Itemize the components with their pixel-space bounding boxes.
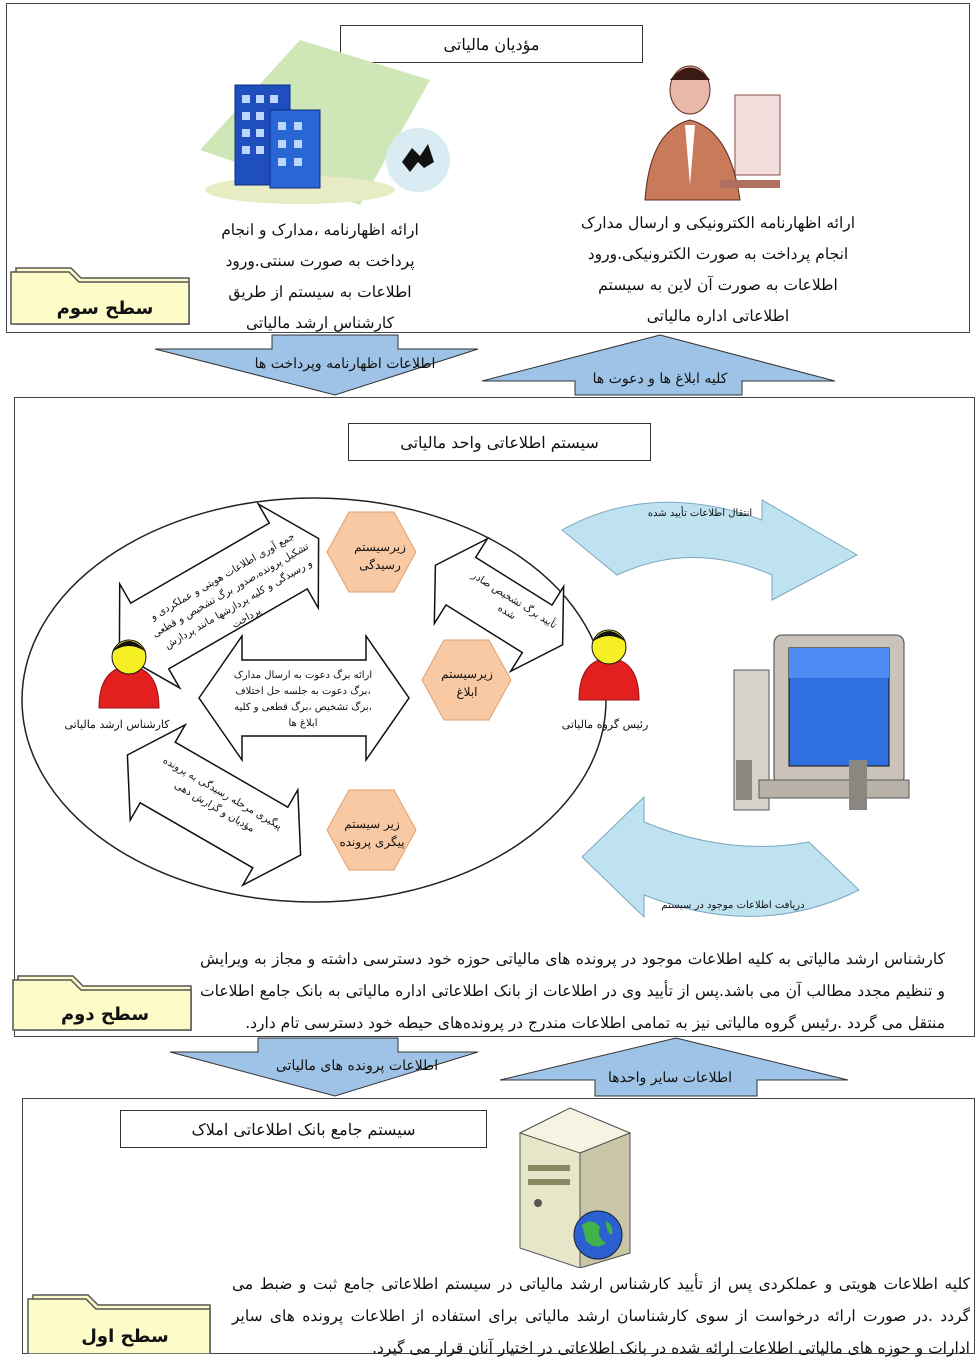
level2-paragraph: کارشناس ارشد مالیاتی به کلیه اطلاعات موج…	[200, 950, 945, 1032]
flow2-up-label: اطلاعات سایر واحدها	[607, 1070, 732, 1086]
arrow-mid-double	[198, 633, 410, 763]
flow1-up-arrow	[481, 334, 836, 396]
level3-label: سطح سوم	[56, 298, 154, 319]
arrow-mid-text: ارائه برگ دعوت به ارسال مدارک ،برگ دعوت …	[233, 670, 373, 729]
server-globe-icon	[518, 1107, 632, 1268]
arrow-bottom-double	[126, 723, 302, 887]
computer-icon	[733, 634, 910, 811]
hexagon-review-label: زیرسیستم رسیدگی	[354, 540, 406, 572]
level3-folder-icon	[10, 267, 190, 325]
person-at-computer-icon	[644, 65, 781, 201]
level3-title: مؤدیان مالیاتی	[340, 25, 643, 63]
level1-label: سطح اول	[81, 1326, 169, 1347]
curve-bottom-arrow	[581, 795, 860, 919]
flow1-down-arrow	[154, 334, 479, 396]
level2-title: سیستم اطلاعاتی واحد مالیاتی	[348, 423, 651, 461]
curve-top-arrow	[561, 499, 859, 601]
level2-label: سطح دوم	[60, 1004, 150, 1025]
hexagon-followup	[326, 789, 417, 871]
office-building-icon	[200, 40, 450, 205]
level3-left-text: ارائه اظهارنامه ،مدارک و انجام پرداخت به…	[221, 221, 419, 332]
arrow-right-double	[433, 536, 565, 674]
level2-folder-icon	[12, 975, 192, 1031]
flow1-down-label: اطلاعات اظهارنامه وپرداخت ها	[254, 356, 436, 372]
flow1-up-label: کلیه ابلاغ ها و دعوت ها	[592, 371, 728, 387]
flow2-down-label: اطلاعات پرونده های مالیاتی	[275, 1058, 439, 1074]
level1-folder-icon	[27, 1294, 211, 1354]
person-right-label: رئیس گروه مالیاتی	[561, 718, 649, 731]
level1-title: سیستم جامع بانک اطلاعاتی املاک	[120, 1110, 487, 1148]
person-left-label: کارشناس ارشد مالیاتی	[64, 718, 170, 731]
flow1-arrows	[154, 334, 836, 396]
level3-right-text: ارائه اظهارنامه الکترونیکی و ارسال مدارک…	[580, 214, 856, 325]
person-right-icon	[578, 629, 640, 701]
person-left-icon	[98, 639, 160, 709]
arrow-top-double	[118, 502, 320, 690]
flow2-up-arrow	[499, 1037, 849, 1097]
level1-paragraph: کلیه اطلاعات هویتی و عملکردی پس از تأیید…	[232, 1275, 970, 1357]
hexagon-notify	[421, 639, 512, 721]
curve-top-label: انتقال اطلاعات تأیید شده	[647, 508, 753, 519]
level2-diagram	[21, 497, 910, 919]
hexagon-notify-label: زیرسیستم ابلاغ	[441, 667, 493, 699]
curve-bottom-label: دریافت اطلاعات موجود در سیستم	[661, 900, 805, 911]
flow2-arrows	[169, 1037, 849, 1097]
hexagon-review	[326, 511, 417, 593]
hexagon-followup-label: زیر سیستم پیگری پرونده	[339, 817, 405, 849]
flow2-down-arrow	[169, 1037, 479, 1097]
